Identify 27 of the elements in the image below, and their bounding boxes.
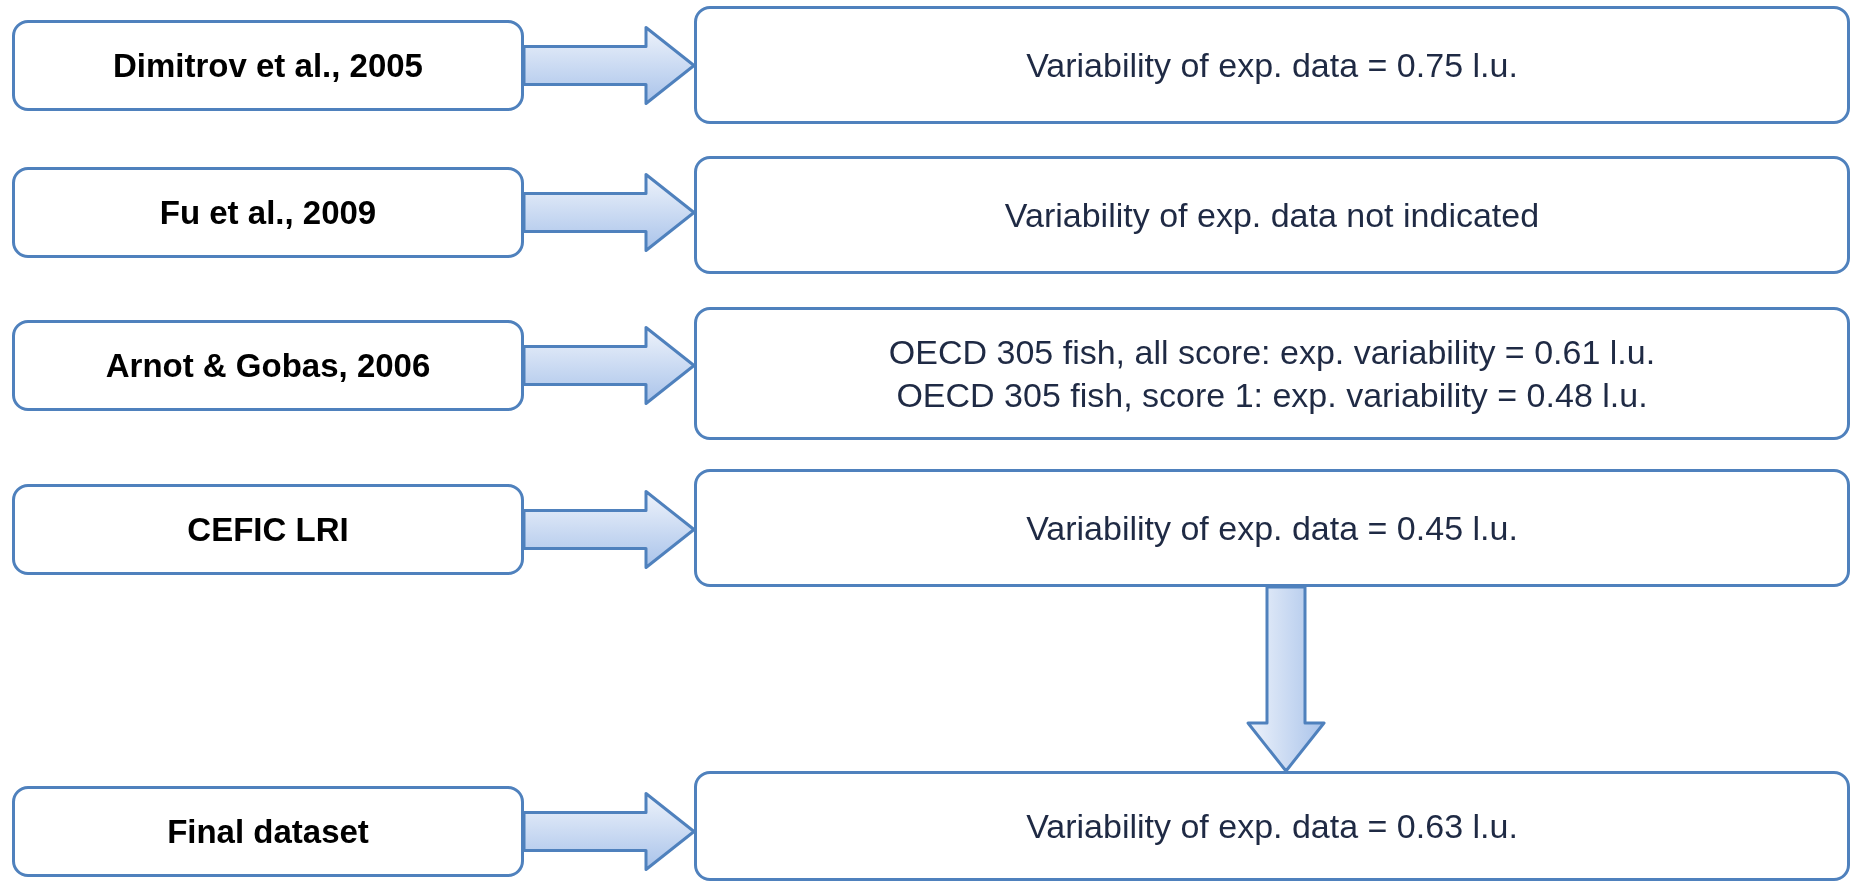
result-box xyxy=(694,307,1850,440)
source-label: Dimitrov et al., 2005 xyxy=(113,45,423,86)
source-box xyxy=(12,167,524,258)
result-text: Variability of exp. data = 0.45 l.u. xyxy=(1026,507,1518,549)
result-box xyxy=(694,6,1850,124)
block-arrow xyxy=(1246,585,1326,773)
block-arrow xyxy=(522,490,696,569)
source-label: Fu et al., 2009 xyxy=(159,192,377,233)
source-box xyxy=(12,786,524,877)
source-label: Arnot & Gobas, 2006 xyxy=(105,345,431,386)
result-box xyxy=(694,771,1850,881)
result-text: OECD 305 fish, score 1: exp. variability = 0.48 l.u. xyxy=(896,374,1648,416)
source-label: CEFIC LRI xyxy=(187,509,349,550)
block-arrow xyxy=(522,792,696,871)
result-box xyxy=(694,469,1850,587)
result-text: Variability of exp. data = 0.75 l.u. xyxy=(1026,44,1518,86)
source-box xyxy=(12,20,524,111)
result-text: OECD 305 fish, all score: exp. variability = 0.61 l.u. xyxy=(888,332,1656,373)
block-arrow xyxy=(522,26,696,105)
source-box xyxy=(12,320,524,411)
result-text: Variability of exp. data = 0.63 l.u. xyxy=(1026,805,1518,847)
source-box xyxy=(12,484,524,575)
block-arrow xyxy=(522,173,696,252)
block-arrow xyxy=(522,326,696,405)
result-box xyxy=(694,156,1850,274)
source-label: Final dataset xyxy=(167,811,369,852)
result-text: Variability of exp. data not indicated xyxy=(1004,194,1540,236)
